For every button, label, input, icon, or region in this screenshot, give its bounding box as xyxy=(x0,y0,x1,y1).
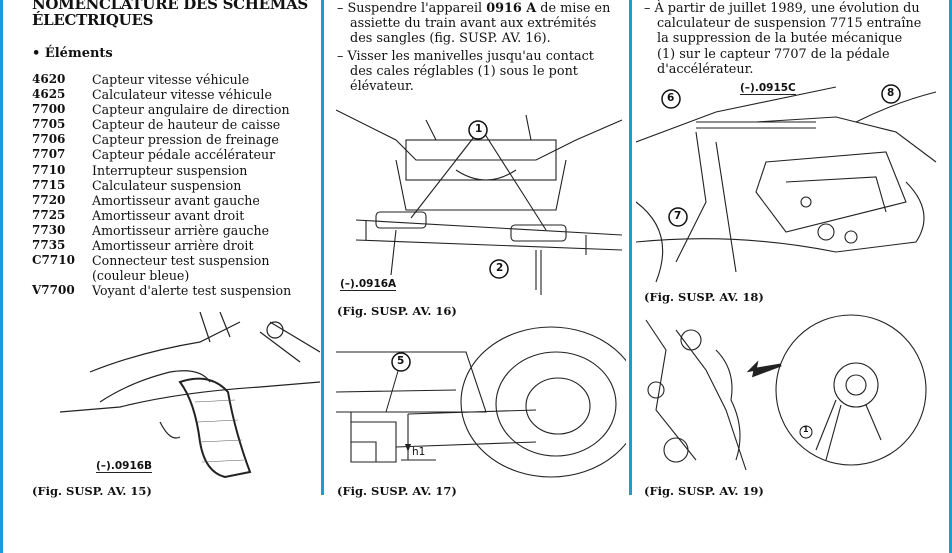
component-list-item: 7706 Capteur pression de freinage xyxy=(32,132,291,147)
component-code: V7700 xyxy=(32,283,75,298)
component-label: Interrupteur suspension xyxy=(92,162,248,178)
component-list-item: 7715 Calculateur suspension xyxy=(32,178,291,193)
component-label: (couleur bleue) xyxy=(92,268,190,284)
evolution-note: – À partir de juillet 1989, une évolutio… xyxy=(644,1,924,77)
column-divider-1 xyxy=(321,0,324,495)
component-list-item: C7710 Connecteur test suspension xyxy=(32,253,291,268)
instruction-suspend: – Suspendre l'appareil 0916 A de mise en… xyxy=(337,1,611,47)
fig19-callout-1: 1 xyxy=(803,425,809,434)
component-list-item: V7700 Voyant d'alerte test suspension xyxy=(32,283,291,298)
component-list-item: 4620 Capteur vitesse véhicule xyxy=(32,72,291,87)
component-code: 7707 xyxy=(32,147,66,162)
instruction-text: – Suspendre l'appareil 0916 A de mise en… xyxy=(337,1,615,94)
column-border-right xyxy=(949,0,952,553)
fig19-caption: (Fig. SUSP. AV. 19) xyxy=(644,484,764,498)
fig17-caption: (Fig. SUSP. AV. 17) xyxy=(337,484,457,498)
component-list-item: 7710 Interrupteur suspension xyxy=(32,163,291,178)
figure-17-illustration xyxy=(336,326,626,478)
component-list-item: (couleur bleue) xyxy=(32,268,291,283)
figure-18-illustration xyxy=(636,84,937,283)
fig17-dimension-h1: h1 xyxy=(412,446,426,458)
component-code: C7710 xyxy=(32,253,75,268)
fig18-callout-7: 7 xyxy=(674,210,682,222)
component-code: 7710 xyxy=(32,162,66,177)
instruction-screw: – Visser les manivelles jusqu'au contact… xyxy=(337,48,594,95)
figure-19-illustration xyxy=(645,314,927,471)
component-label: Calculateur suspension xyxy=(92,177,242,193)
figure-16-illustration xyxy=(336,109,622,295)
component-code: 7700 xyxy=(32,102,66,117)
component-label: Voyant d'alerte test suspension xyxy=(92,283,292,299)
fig17-callout-5: 5 xyxy=(397,355,405,367)
component-label: Connecteur test suspension xyxy=(92,253,270,269)
evolution-note-text: – À partir de juillet 1989, une évolutio… xyxy=(644,1,922,77)
component-label: Amortisseur arrière gauche xyxy=(92,222,270,238)
component-code xyxy=(32,268,92,283)
component-code: 7725 xyxy=(32,207,66,222)
fig16-tool-label: (–).0916A xyxy=(340,278,397,291)
fig16-callout-2: 2 xyxy=(496,262,504,274)
component-list-item: 7730 Amortisseur arrière gauche xyxy=(32,223,291,238)
component-list-item: 7735 Amortisseur arrière droit xyxy=(32,238,291,253)
fig18-caption: (Fig. SUSP. AV. 18) xyxy=(644,290,764,304)
component-code: 7720 xyxy=(32,192,66,207)
callout-circles-16 xyxy=(468,120,509,279)
component-label: Amortisseur avant gauche xyxy=(92,192,260,208)
component-label: Amortisseur arrière droit xyxy=(92,238,254,254)
fig18-callout-8: 8 xyxy=(887,87,895,99)
figure-15-illustration xyxy=(60,312,320,479)
component-code: 7715 xyxy=(32,177,66,192)
fig16-callout-1: 1 xyxy=(475,123,483,135)
component-list-item: 7707 Capteur pédale accélérateur xyxy=(32,147,291,162)
fig18-callout-6: 6 xyxy=(667,92,675,104)
component-label: Capteur pression de freinage xyxy=(92,132,279,148)
fig18-tool-label: (–).0915C xyxy=(740,82,796,95)
component-label: Capteur vitesse véhicule xyxy=(92,72,250,87)
component-code: 7706 xyxy=(32,132,66,147)
component-code: 7730 xyxy=(32,222,66,237)
component-code: 7735 xyxy=(32,238,66,253)
component-list-item: 7705 Capteur de hauteur de caisse xyxy=(32,117,291,132)
fig15-tool-label: (–).0916B xyxy=(96,460,153,473)
section-subtitle: • Éléments xyxy=(32,46,113,61)
fig15-caption: (Fig. SUSP. AV. 15) xyxy=(32,484,152,498)
component-list-item: 7725 Amortisseur avant droit xyxy=(32,208,291,223)
fig16-caption: (Fig. SUSP. AV. 16) xyxy=(337,304,457,318)
component-list-item: 7700 Capteur angulaire de direction xyxy=(32,102,291,117)
component-code: 7705 xyxy=(32,117,66,132)
component-label: Amortisseur avant droit xyxy=(92,207,245,223)
component-code: 4625 xyxy=(32,87,66,102)
component-label: Capteur angulaire de direction xyxy=(92,102,290,118)
column-border-left xyxy=(0,0,3,553)
column-divider-2 xyxy=(629,0,632,495)
component-list-item: 7720 Amortisseur avant gauche xyxy=(32,193,291,208)
component-label: Capteur de hauteur de caisse xyxy=(92,117,281,133)
component-code: 4620 xyxy=(32,72,66,86)
component-label: Capteur pédale accélérateur xyxy=(92,147,276,163)
component-list-item: 4625 Calculateur vitesse véhicule xyxy=(32,87,291,102)
component-label: Calculateur vitesse véhicule xyxy=(92,87,272,103)
